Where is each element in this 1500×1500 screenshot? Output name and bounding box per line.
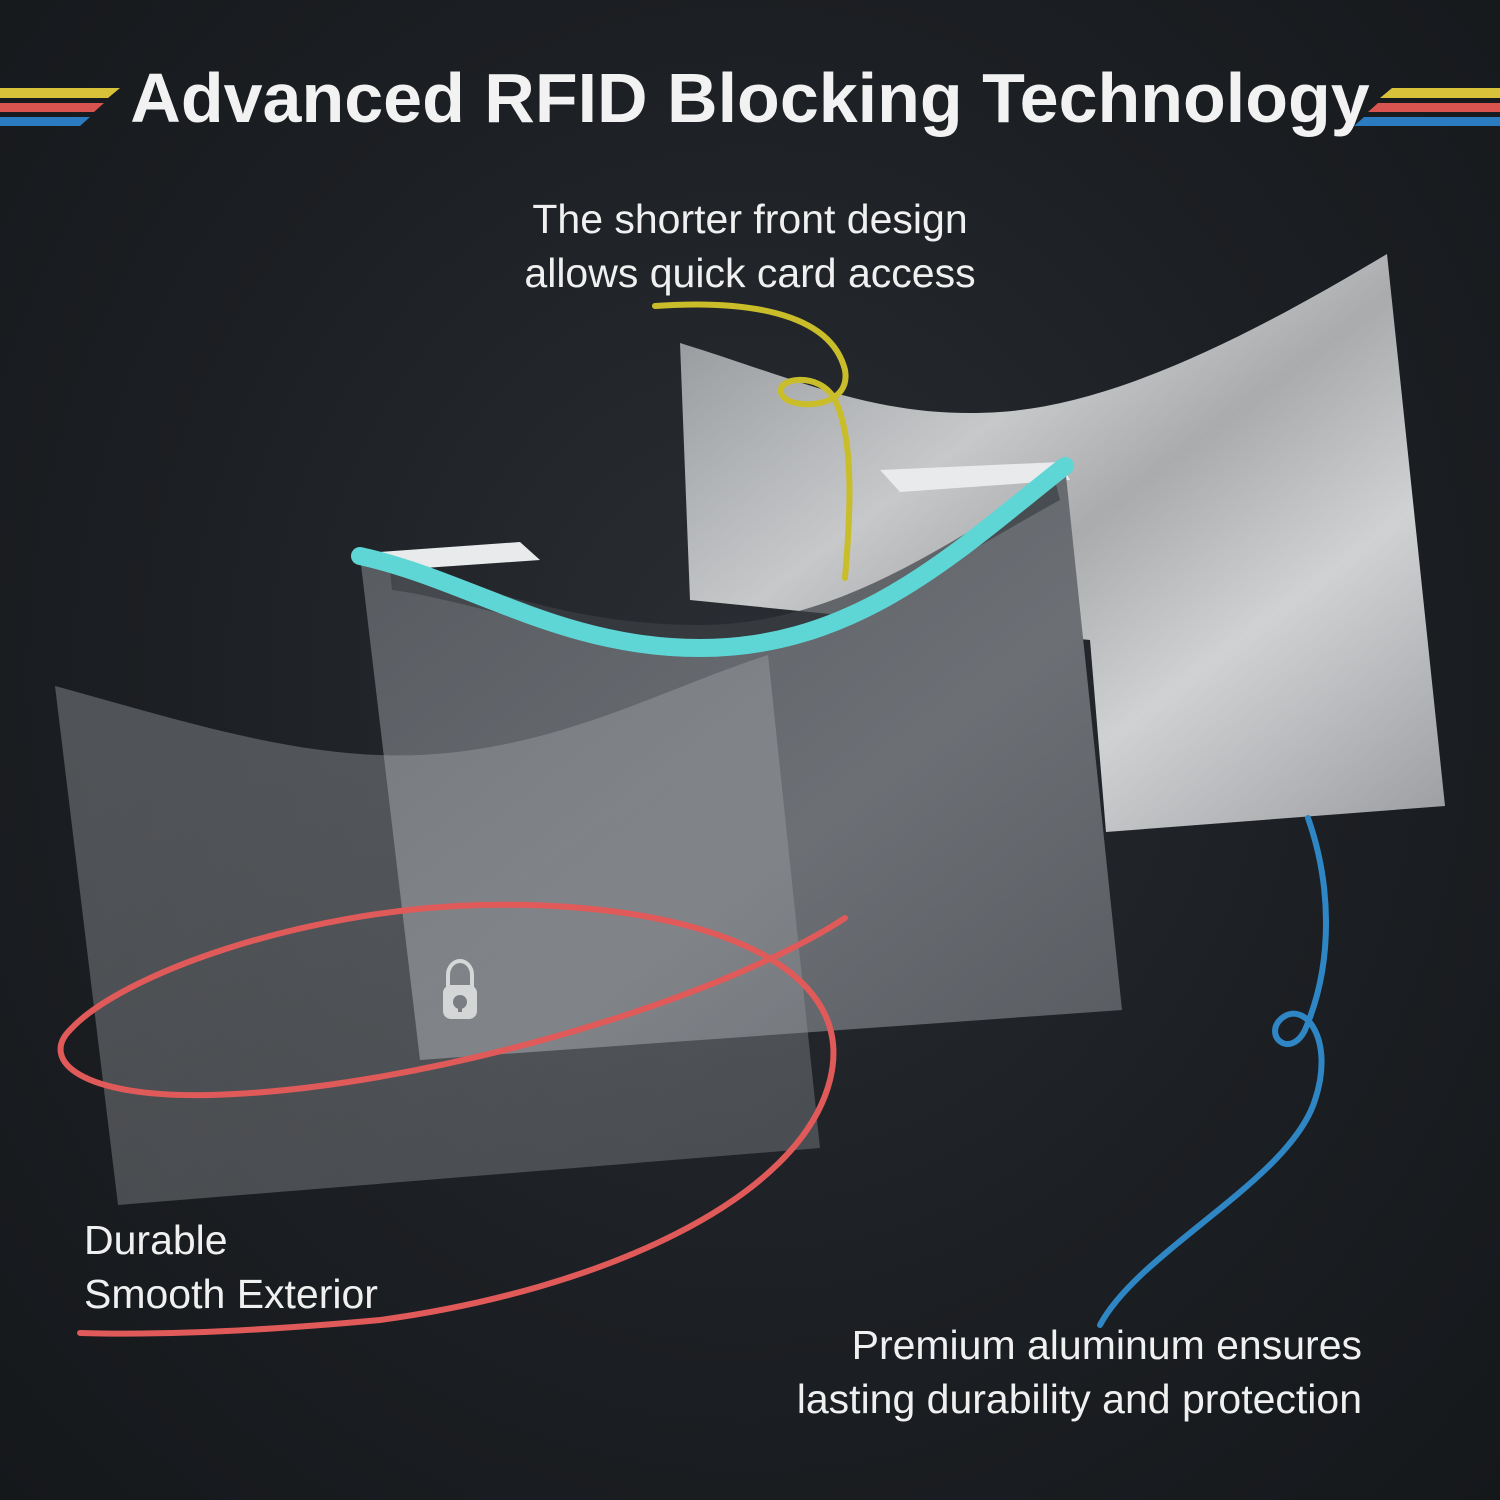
card-edge <box>380 542 540 570</box>
callout-aluminum: Premium aluminum ensures lasting durabil… <box>700 1318 1362 1426</box>
title-stripes-right <box>1354 88 1500 126</box>
callout-exterior: Durable Smooth Exterior <box>84 1213 378 1321</box>
callout-line: The shorter front design <box>532 196 968 242</box>
callout-front-design: The shorter front design allows quick ca… <box>450 192 1050 300</box>
callout-line: allows quick card access <box>524 250 976 296</box>
page-title: Advanced RFID Blocking Technology <box>130 59 1370 137</box>
sleeve-trim <box>351 457 1074 658</box>
leader-line-right <box>1097 815 1329 1328</box>
leader-line-left <box>57 901 848 1337</box>
callout-line: Smooth Exterior <box>84 1271 378 1317</box>
leader-line-top <box>652 301 853 581</box>
callout-line: Premium aluminum ensures <box>851 1322 1362 1368</box>
title-stripes-left <box>0 88 120 126</box>
exterior-film <box>55 655 820 1205</box>
callout-line: Durable <box>84 1217 228 1263</box>
card-edge <box>880 462 1070 492</box>
callout-line: lasting durability and protection <box>796 1376 1362 1422</box>
